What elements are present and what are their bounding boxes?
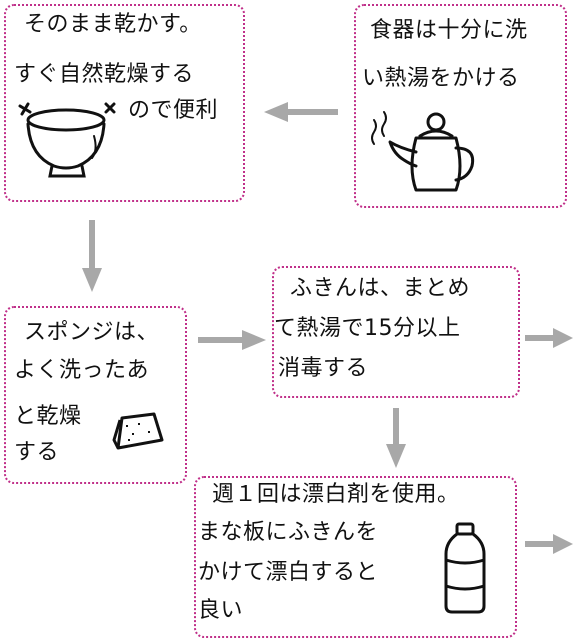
arrow-icon [198, 330, 266, 350]
sponge-step-line-3: と乾燥 [14, 404, 82, 429]
dry-step-line-2: すぐ自然乾燥する [14, 62, 195, 87]
bowl-icon [18, 102, 116, 178]
teapot-icon [371, 111, 475, 192]
cloth-step-line-2: て熱湯で15分以上 [274, 316, 461, 341]
dry-step-box [4, 4, 245, 202]
cloth-step-line-3: 消毒する [278, 356, 369, 381]
arrow-icon [386, 408, 406, 468]
sponge-step-line-1: スポンジは、 [24, 320, 160, 345]
dry-step-line-1: そのまま乾かす。 [24, 12, 202, 37]
sponge-step-line-2: よく洗ったあ [14, 358, 150, 383]
arrow-icon [525, 328, 573, 348]
cloth-step-line-1: ふきんは、まとめ [290, 276, 471, 301]
arrow-icon [525, 534, 573, 554]
bleach-step-line-1: 週１回は漂白剤を使用。 [212, 482, 460, 507]
bleach-step-line-4: 良い [198, 598, 244, 623]
arrow-icon [82, 220, 102, 292]
cloth-step-box [272, 266, 520, 398]
sponge-step-box [4, 306, 187, 484]
sponge-step-line-4: する [14, 440, 60, 465]
wash-step-line-1: 食器は十分に洗 [370, 18, 528, 43]
bleach-step-line-2: まな板にふきんを [198, 520, 379, 545]
arrow-icon [264, 102, 338, 122]
sponge-icon [112, 412, 164, 450]
bleach-step-line-3: かけて漂白すると [198, 560, 379, 585]
dry-step-line-3: ので便利 [128, 98, 219, 123]
wash-step-line-2: い熱湯をかける [362, 66, 520, 91]
bleach-bottle-icon [444, 522, 486, 614]
